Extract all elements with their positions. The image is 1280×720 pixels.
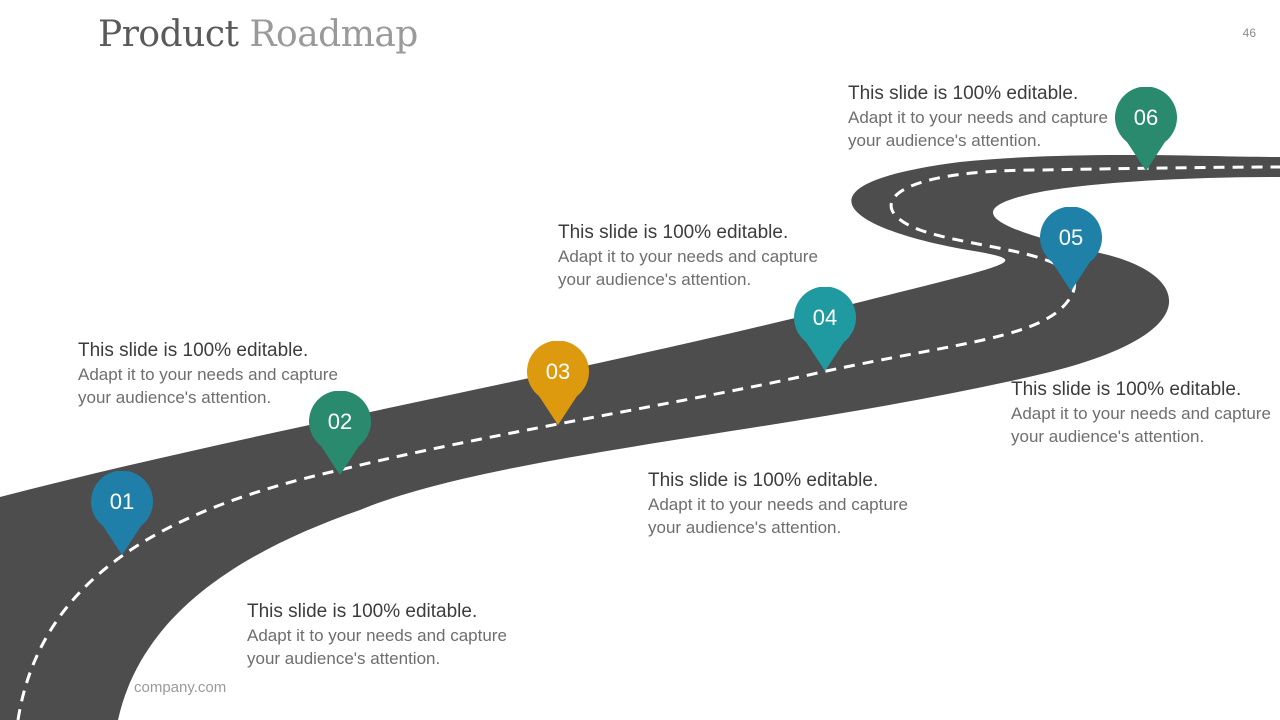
- milestone-pin-02: 02: [309, 391, 371, 475]
- map-pin-icon: [1040, 207, 1102, 291]
- map-pin-icon: [794, 287, 856, 371]
- milestone-heading: This slide is 100% editable.: [848, 83, 1079, 104]
- milestone-heading: This slide is 100% editable.: [247, 601, 478, 622]
- milestone-heading: This slide is 100% editable.: [648, 470, 879, 491]
- milestone-pin-01: 01: [91, 471, 153, 555]
- milestone-text-02: This slide is 100% editable. Adapt it to…: [78, 339, 358, 409]
- milestone-number: 01: [109, 489, 135, 514]
- footer-url: company.com: [134, 679, 227, 696]
- milestone-heading: This slide is 100% editable.: [558, 222, 789, 243]
- road-surface: [0, 154, 1280, 720]
- title-word-product: Product: [98, 14, 239, 55]
- pin-body: [91, 471, 153, 555]
- milestone-heading: This slide is 100% editable.: [78, 340, 309, 361]
- milestone-text-01: This slide is 100% editable. Adapt it to…: [247, 600, 527, 670]
- milestone-body: Adapt it to your needs and capture your …: [648, 495, 908, 537]
- milestone-text-06: This slide is 100% editable. Adapt it to…: [848, 82, 1128, 152]
- milestone-number: 04: [812, 305, 838, 330]
- map-pin-icon: [309, 391, 371, 475]
- milestone-body: Adapt it to your needs and capture your …: [848, 108, 1108, 150]
- map-pin-icon: [1115, 87, 1177, 171]
- milestone-number: 02: [327, 409, 353, 434]
- milestone-number: 06: [1133, 105, 1159, 130]
- slide-title: Product Roadmap: [98, 14, 418, 55]
- map-pin-icon: [527, 341, 589, 425]
- milestone-text-05: This slide is 100% editable. Adapt it to…: [1011, 378, 1280, 448]
- milestone-text-03: This slide is 100% editable. Adapt it to…: [558, 221, 838, 291]
- milestone-body: Adapt it to your needs and capture your …: [1011, 404, 1271, 446]
- map-pin-icon: [91, 471, 153, 555]
- milestone-number: 03: [545, 359, 571, 384]
- pin-body: [527, 341, 589, 425]
- milestone-pin-03: 03: [527, 341, 589, 425]
- milestone-body: Adapt it to your needs and capture your …: [247, 626, 507, 668]
- milestone-heading: This slide is 100% editable.: [1011, 379, 1242, 400]
- milestone-text-04: This slide is 100% editable. Adapt it to…: [648, 469, 928, 539]
- milestone-body: Adapt it to your needs and capture your …: [78, 365, 338, 407]
- pin-body: [1040, 207, 1102, 291]
- pin-body: [1115, 87, 1177, 171]
- milestone-body: Adapt it to your needs and capture your …: [558, 247, 818, 289]
- title-word-roadmap: Roadmap: [249, 14, 418, 55]
- pin-body: [794, 287, 856, 371]
- milestone-pin-06: 06: [1115, 87, 1177, 171]
- page-number: 46: [1242, 26, 1256, 40]
- pin-body: [309, 391, 371, 475]
- milestone-pin-05: 05: [1040, 207, 1102, 291]
- milestone-number: 05: [1058, 225, 1084, 250]
- milestone-pin-04: 04: [794, 287, 856, 371]
